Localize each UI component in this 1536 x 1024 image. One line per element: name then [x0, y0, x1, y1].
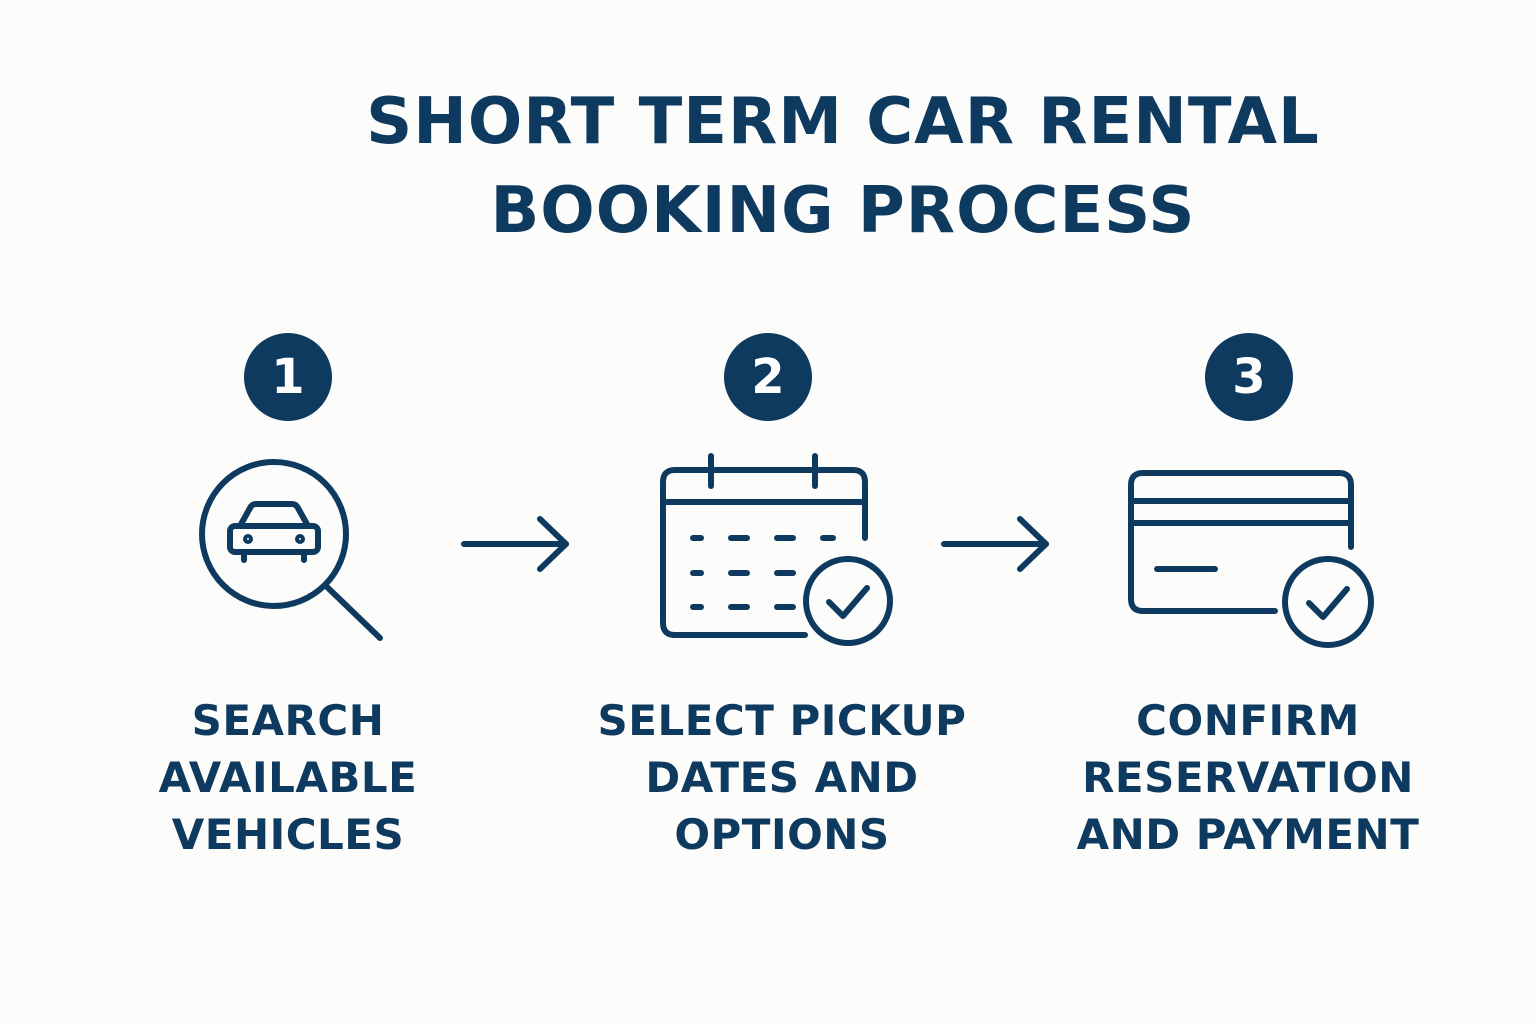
step-3-number-badge: 3	[1205, 333, 1293, 421]
title-line-1: SHORT TERM CAR RENTAL	[366, 85, 1320, 159]
step-3-label-line: CONFIRM	[1136, 696, 1360, 745]
step-1-label: SEARCH AVAILABLE VEHICLES	[68, 692, 508, 863]
page-title: SHORT TERM CAR RENTAL BOOKING PROCESS	[243, 78, 1443, 256]
step-1-label-line: SEARCH	[191, 696, 385, 745]
check-circle-icon	[1282, 556, 1374, 648]
calendar-check-icon	[660, 453, 893, 646]
credit-card-check-icon	[1128, 470, 1374, 648]
title-line-2: BOOKING PROCESS	[490, 174, 1196, 248]
car-icon	[227, 501, 321, 563]
step-3-label: CONFIRM RESERVATION AND PAYMENT	[1028, 692, 1468, 863]
step-3-label-line: AND PAYMENT	[1076, 810, 1420, 859]
search-car-icon	[199, 459, 383, 641]
step-2-label-line: DATES AND	[645, 753, 919, 802]
magnifier-handle	[323, 583, 383, 641]
magnifier-lens	[199, 459, 349, 609]
step-1-label-line: AVAILABLE	[158, 753, 418, 802]
check-circle-icon	[803, 556, 893, 646]
step-2-number-badge: 2	[724, 333, 812, 421]
step-2-label: SELECT PICKUP DATES AND OPTIONS	[562, 692, 1002, 863]
arrow-right-icon	[461, 516, 569, 572]
step-1-number-badge: 1	[244, 333, 332, 421]
step-1-label-line: VEHICLES	[171, 810, 405, 859]
step-3-label-line: RESERVATION	[1082, 753, 1414, 802]
arrow-right-icon	[941, 516, 1049, 572]
calendar-dates	[690, 535, 836, 610]
step-2-label-line: SELECT PICKUP	[597, 696, 967, 745]
step-2-label-line: OPTIONS	[674, 810, 890, 859]
